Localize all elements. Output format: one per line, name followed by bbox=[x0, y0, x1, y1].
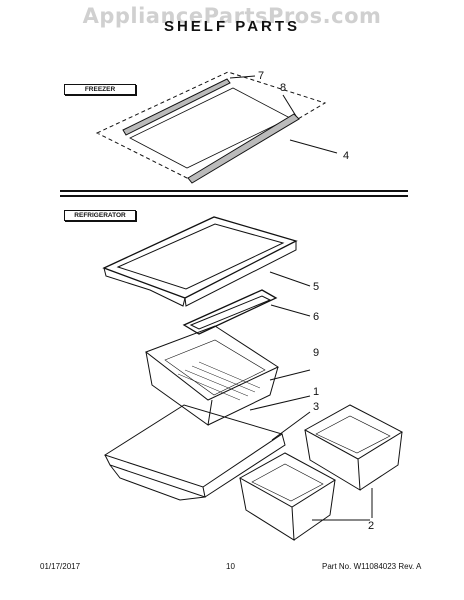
lower-shelf bbox=[103, 404, 284, 488]
crisper-drawer-left bbox=[238, 452, 336, 508]
footer-part-number: Part No. W11084023 Rev. A bbox=[322, 562, 422, 571]
freezer-front-trim bbox=[187, 113, 300, 184]
callout-9: 9 bbox=[313, 347, 320, 359]
freezer-glass-shelf bbox=[129, 87, 291, 169]
callout-2: 2 bbox=[368, 520, 375, 532]
callout-3: 3 bbox=[313, 401, 320, 413]
callout-6: 6 bbox=[313, 311, 320, 323]
footer-date: 01/17/2017 bbox=[40, 562, 81, 571]
section-label-refrigerator: REFRIGERATOR bbox=[64, 210, 136, 221]
callout-8: 8 bbox=[280, 82, 287, 94]
crisper-cover-frame bbox=[182, 289, 278, 335]
watermark: AppliancePartsPros.com bbox=[82, 4, 382, 28]
freezer-rear-trim bbox=[122, 78, 231, 136]
page-title: SHELF PARTS bbox=[163, 18, 301, 35]
callout-1: 1 bbox=[313, 386, 320, 398]
section-label-freezer: FREEZER bbox=[64, 84, 136, 95]
crisper-drawer bbox=[144, 325, 280, 401]
callout-7: 7 bbox=[258, 70, 265, 82]
callout-4: 4 bbox=[343, 150, 350, 162]
footer-page-number: 10 bbox=[226, 562, 235, 571]
callout-5: 5 bbox=[313, 281, 320, 293]
freezer-shelf-outline bbox=[95, 71, 327, 182]
fridge-shelf-frame bbox=[102, 216, 298, 299]
fridge-shelf-glass bbox=[116, 223, 285, 290]
